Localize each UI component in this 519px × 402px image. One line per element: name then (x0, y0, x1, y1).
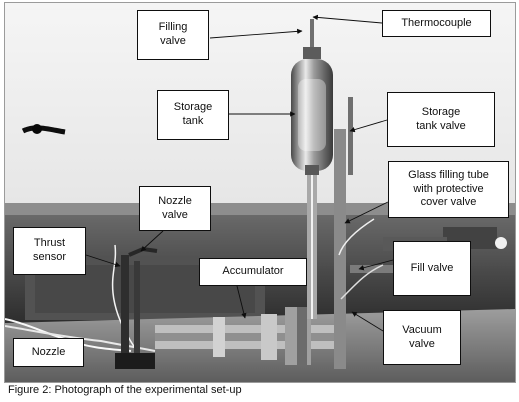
label-storage-tank-text: Storage tank (173, 101, 213, 127)
label-vacuum-valve-text: Vacuum valve (402, 323, 442, 350)
leader-accumulator (236, 285, 247, 319)
stand-base (115, 353, 155, 369)
filling-valve-body (303, 47, 321, 59)
experimental-setup-photograph: Filling valve Thermocouple Storage tank … (4, 2, 516, 383)
cable-plug (32, 124, 42, 134)
thrust-stand-post (121, 255, 129, 365)
label-storage-tank-valve-text: Storage tank valve (416, 105, 466, 132)
label-thrust-sensor: Thrust sensor (13, 227, 86, 275)
label-filling-valve: Filling valve (137, 10, 209, 60)
glass-tube-wire (338, 218, 375, 256)
label-nozzle-text: Nozzle (31, 345, 66, 358)
accumulator-shadow (155, 333, 335, 341)
column-bracket (348, 97, 353, 175)
storage-tank-highlight (298, 79, 326, 151)
label-glass-filling-tube: Glass filling tube with protective cover… (388, 161, 509, 218)
fill-valve-arm (350, 265, 414, 273)
accumulator-flange-2 (261, 314, 277, 360)
leader-fill-valve (358, 259, 394, 271)
label-filling-valve-text: Filling valve (158, 21, 188, 47)
bench-top-edge (5, 203, 515, 215)
label-thrust-sensor-text: Thrust sensor (32, 237, 67, 263)
leader-nozzle-valve (140, 230, 164, 252)
leader-storage-tank-valve (349, 119, 388, 133)
label-storage-tank: Storage tank (157, 90, 229, 140)
fill-valve-wire (340, 264, 384, 300)
label-accumulator-text: Accumulator (222, 265, 284, 278)
leader-vacuum-valve (351, 311, 384, 332)
glass-tube-shine (311, 171, 313, 319)
nozzle-valve-post (134, 261, 140, 365)
accumulator-flange-4 (297, 307, 307, 365)
label-thermocouple: Thermocouple (382, 10, 491, 37)
label-fill-valve-text: Fill valve (410, 261, 454, 274)
right-equipment-knob (495, 237, 507, 249)
label-accumulator: Accumulator (199, 258, 307, 286)
accumulator-flange-1 (213, 317, 225, 357)
label-vacuum-valve: Vacuum valve (383, 310, 461, 365)
leader-thermocouple (312, 14, 383, 24)
filling-valve-stem (310, 19, 314, 59)
leader-glass-filling-tube (344, 201, 389, 224)
label-thermocouple-text: Thermocouple (401, 16, 472, 29)
storage-tank-valve-body (305, 165, 319, 175)
label-storage-tank-valve: Storage tank valve (387, 92, 495, 147)
support-column (334, 129, 346, 369)
figure-caption: Figure 2: Photograph of the experimental… (8, 384, 242, 396)
label-nozzle: Nozzle (13, 338, 84, 367)
label-nozzle-valve-text: Nozzle valve (158, 194, 192, 221)
label-nozzle-valve: Nozzle valve (139, 186, 211, 231)
leader-filling-valve (209, 28, 303, 39)
leader-thrust-sensor (85, 254, 121, 268)
label-fill-valve: Fill valve (393, 241, 471, 296)
label-glass-filling-tube-text: Glass filling tube with protective cover… (408, 168, 489, 209)
